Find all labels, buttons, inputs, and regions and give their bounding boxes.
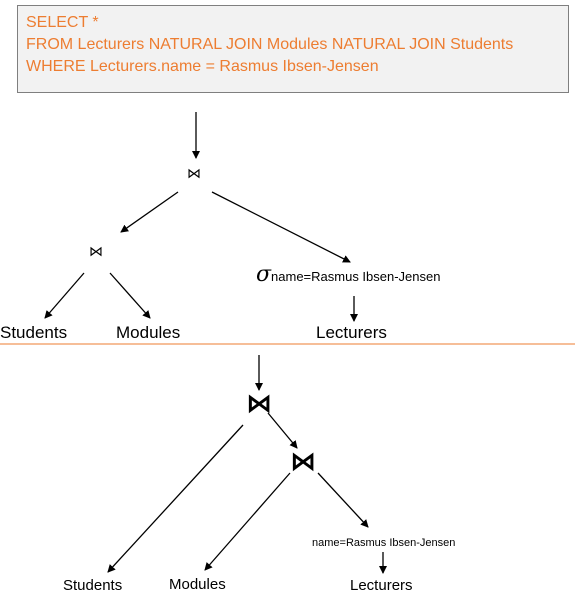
modules-label-2: Modules bbox=[169, 576, 226, 593]
edge-inner-to-selection-2 bbox=[317, 472, 369, 528]
inner-join-2: ⋈ bbox=[290, 447, 316, 477]
students-label-1: Students bbox=[0, 323, 68, 342]
lecturers-label-1: Lecturers bbox=[316, 323, 387, 342]
selection-condition-2: name=Rasmus Ibsen-Jensen bbox=[312, 537, 456, 549]
edge-root-to-inner-join-2 bbox=[267, 412, 298, 449]
sql-from-line: FROM Lecturers NATURAL JOIN Modules NATU… bbox=[26, 36, 514, 53]
sql-query-box: SELECT * FROM Lecturers NATURAL JOIN Mod… bbox=[17, 5, 569, 93]
sql-where-line: WHERE Lecturers.name = Rasmus Ibsen-Jens… bbox=[26, 58, 379, 75]
edge-inner-to-modules-2 bbox=[204, 472, 291, 571]
root-join-2: ⋈ bbox=[246, 389, 272, 419]
edge-inner-to-students-1 bbox=[44, 272, 85, 319]
edge-root-to-students-2 bbox=[107, 424, 244, 573]
selection-node-1: σname=Rasmus Ibsen-Jensen bbox=[256, 262, 440, 287]
inner-join-1: ⋈ bbox=[89, 244, 103, 260]
edge-root-to-inner-join-1 bbox=[120, 191, 179, 233]
edge-inner-to-modules-1 bbox=[109, 272, 151, 319]
lecturers-label-2: Lecturers bbox=[350, 577, 413, 594]
edge-root-to-selection-1 bbox=[211, 191, 351, 263]
sql-select-line: SELECT * bbox=[26, 14, 99, 31]
selection-condition-1: name=Rasmus Ibsen-Jensen bbox=[271, 269, 441, 284]
root-join-1: ⋈ bbox=[187, 166, 201, 182]
modules-label-1: Modules bbox=[116, 323, 181, 342]
students-label-2: Students bbox=[63, 577, 123, 594]
sigma-symbol: σ bbox=[256, 262, 272, 287]
